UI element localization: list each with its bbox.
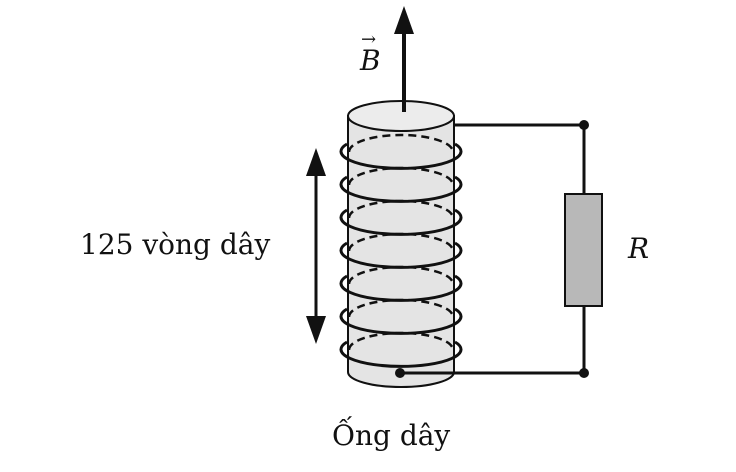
turns-label: 125 vòng dây [80, 228, 270, 261]
coil-windings [339, 133, 463, 368]
coil-back-segment [347, 166, 455, 186]
field-label: B [359, 44, 381, 77]
coil-back-segment [347, 232, 455, 252]
solenoid-cylinder [347, 100, 455, 388]
length-arrowhead-top [306, 148, 326, 176]
length-arrowhead-bottom [306, 316, 326, 344]
junction-bottom-right [579, 368, 589, 378]
resistor [564, 193, 603, 307]
resistor-label: R [627, 232, 649, 265]
coil-label: Ống dây [332, 415, 450, 452]
magnetic-field-arrowhead [394, 6, 414, 34]
coil-back-segment [347, 265, 455, 285]
coil-back-segment [347, 331, 455, 351]
coil-back-segment [347, 298, 455, 318]
junction-top-right [579, 120, 589, 130]
coil-loop [339, 340, 463, 368]
coil-back-segment [347, 133, 455, 153]
junction-coil-end [395, 368, 405, 378]
coil-back-segment [347, 199, 455, 219]
field-label-vector-arrow: → [361, 29, 376, 50]
